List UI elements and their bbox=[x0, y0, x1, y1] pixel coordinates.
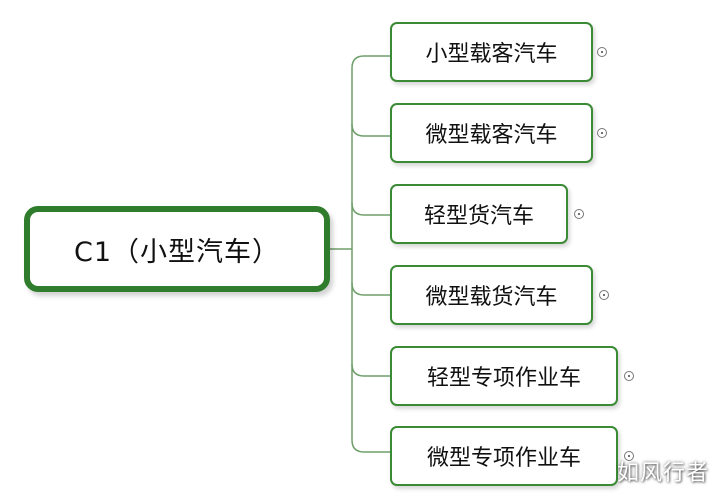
child-node-label: 微型载客汽车 bbox=[425, 123, 558, 148]
root-node-label: C1（小型汽车） bbox=[73, 236, 281, 268]
child-node-2[interactable]: 微型载客汽车 bbox=[390, 103, 593, 163]
child-node-label: 轻型专项作业车 bbox=[426, 366, 581, 391]
child-node-1[interactable]: 小型载客汽车 bbox=[390, 22, 593, 82]
root-node[interactable]: C1（小型汽车） bbox=[24, 206, 330, 292]
connector-trunk bbox=[351, 55, 365, 453]
child-node-label: 轻型货汽车 bbox=[423, 204, 534, 229]
child-node-6[interactable]: 微型专项作业车 bbox=[390, 426, 618, 486]
child-node-5[interactable]: 轻型专项作业车 bbox=[390, 346, 618, 406]
child-node-3[interactable]: 轻型货汽车 bbox=[390, 184, 568, 244]
expand-toggle-icon[interactable] bbox=[574, 209, 584, 219]
child-node-label: 微型载货汽车 bbox=[425, 285, 558, 310]
expand-toggle-icon[interactable] bbox=[597, 128, 607, 138]
child-node-label: 小型载客汽车 bbox=[425, 42, 558, 67]
connector-branch-5 bbox=[351, 363, 390, 377]
watermark: 如风行者 bbox=[616, 461, 709, 486]
connector-branch-3 bbox=[351, 202, 390, 216]
connector-branch-4 bbox=[351, 282, 390, 296]
expand-toggle-icon[interactable] bbox=[624, 451, 634, 461]
connector-branch-2 bbox=[351, 123, 390, 137]
expand-toggle-icon[interactable] bbox=[599, 290, 609, 300]
child-node-4[interactable]: 微型载货汽车 bbox=[390, 265, 593, 325]
child-node-label: 微型专项作业车 bbox=[426, 446, 581, 471]
expand-toggle-icon[interactable] bbox=[624, 371, 634, 381]
expand-toggle-icon[interactable] bbox=[597, 47, 607, 57]
